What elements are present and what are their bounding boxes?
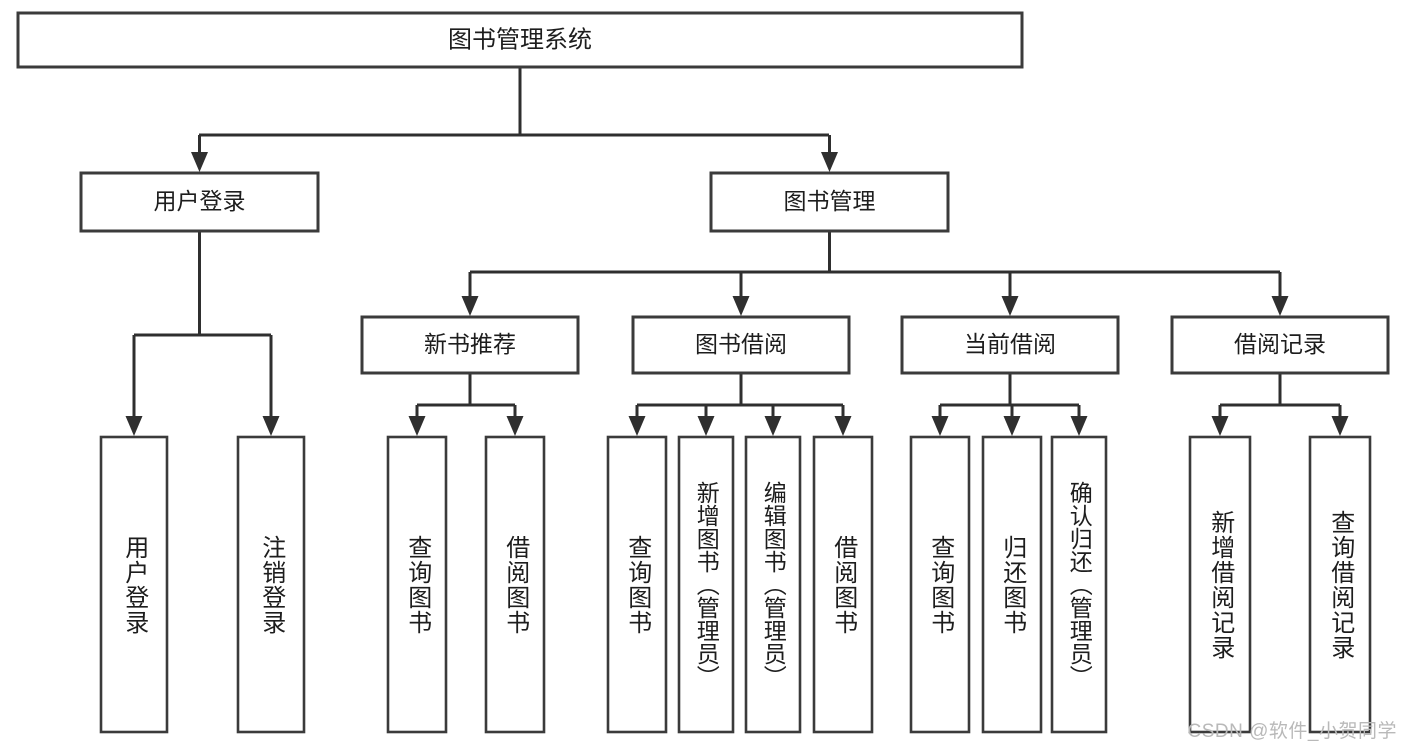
arrow-to-current-borrow: [1001, 296, 1019, 316]
arrow-to-leaf-edit-book: [764, 416, 782, 436]
node-box-leaf-query-book-1[interactable]: [386, 435, 448, 734]
node-box-borrow-record[interactable]: [1170, 315, 1390, 375]
node-box-leaf-user-login[interactable]: [99, 435, 169, 734]
node-box-leaf-return-book[interactable]: [981, 435, 1043, 734]
arrow-to-leaf-user-login: [125, 416, 143, 436]
arrow-to-new-book-rec: [461, 296, 479, 316]
arrow-to-leaf-query-book-2: [628, 416, 646, 436]
node-box-leaf-query-book-2[interactable]: [606, 435, 668, 734]
node-box-leaf-logout[interactable]: [236, 435, 306, 734]
node-label-current-borrow: 当前借阅: [964, 331, 1056, 357]
node-box-leaf-add-book[interactable]: [677, 435, 735, 734]
arrow-to-leaf-borrow-book-1: [506, 416, 524, 436]
node-box-root[interactable]: [16, 11, 1024, 69]
node-label-user-login: 用户登录: [154, 188, 246, 214]
arrow-to-leaf-query-record: [1331, 416, 1349, 436]
arrow-to-leaf-confirm-return: [1070, 416, 1088, 436]
arrow-to-borrow-record: [1271, 296, 1289, 316]
arrow-to-book-borrow: [732, 296, 750, 316]
arrow-to-leaf-logout: [262, 416, 280, 436]
arrow-to-leaf-add-record: [1211, 416, 1229, 436]
node-label-book-manage: 图书管理: [784, 188, 876, 214]
node-label-root: 图书管理系统: [448, 26, 592, 53]
arrow-to-leaf-query-book-3: [931, 416, 949, 436]
node-box-leaf-query-book-3[interactable]: [909, 435, 971, 734]
node-box-leaf-edit-book[interactable]: [744, 435, 802, 734]
arrow-to-leaf-return-book: [1003, 416, 1021, 436]
connectors-layer: [125, 67, 1349, 436]
arrow-to-leaf-borrow-book-2: [834, 416, 852, 436]
node-label-new-book-rec: 新书推荐: [424, 331, 516, 357]
arrow-to-leaf-query-book-1: [408, 416, 426, 436]
arrow-to-leaf-add-book: [697, 416, 715, 436]
node-box-book-borrow[interactable]: [631, 315, 851, 375]
node-box-new-book-rec[interactable]: [360, 315, 580, 375]
node-box-leaf-confirm-return[interactable]: [1050, 435, 1108, 734]
arrow-to-book-manage: [821, 152, 838, 172]
node-box-book-manage[interactable]: [709, 171, 950, 233]
boxes-layer: [16, 11, 1390, 734]
arrow-to-user-login: [191, 152, 208, 172]
node-box-current-borrow[interactable]: [900, 315, 1120, 375]
node-box-user-login[interactable]: [79, 171, 320, 233]
node-box-leaf-query-record[interactable]: [1308, 435, 1372, 734]
csdn-watermark: CSDN @软件_小贺同学: [1187, 721, 1397, 742]
node-box-leaf-borrow-book-1[interactable]: [484, 435, 546, 734]
node-box-leaf-borrow-book-2[interactable]: [812, 435, 874, 734]
node-label-book-borrow: 图书借阅: [695, 331, 787, 357]
node-label-borrow-record: 借阅记录: [1234, 331, 1326, 357]
node-box-leaf-add-record[interactable]: [1188, 435, 1252, 734]
